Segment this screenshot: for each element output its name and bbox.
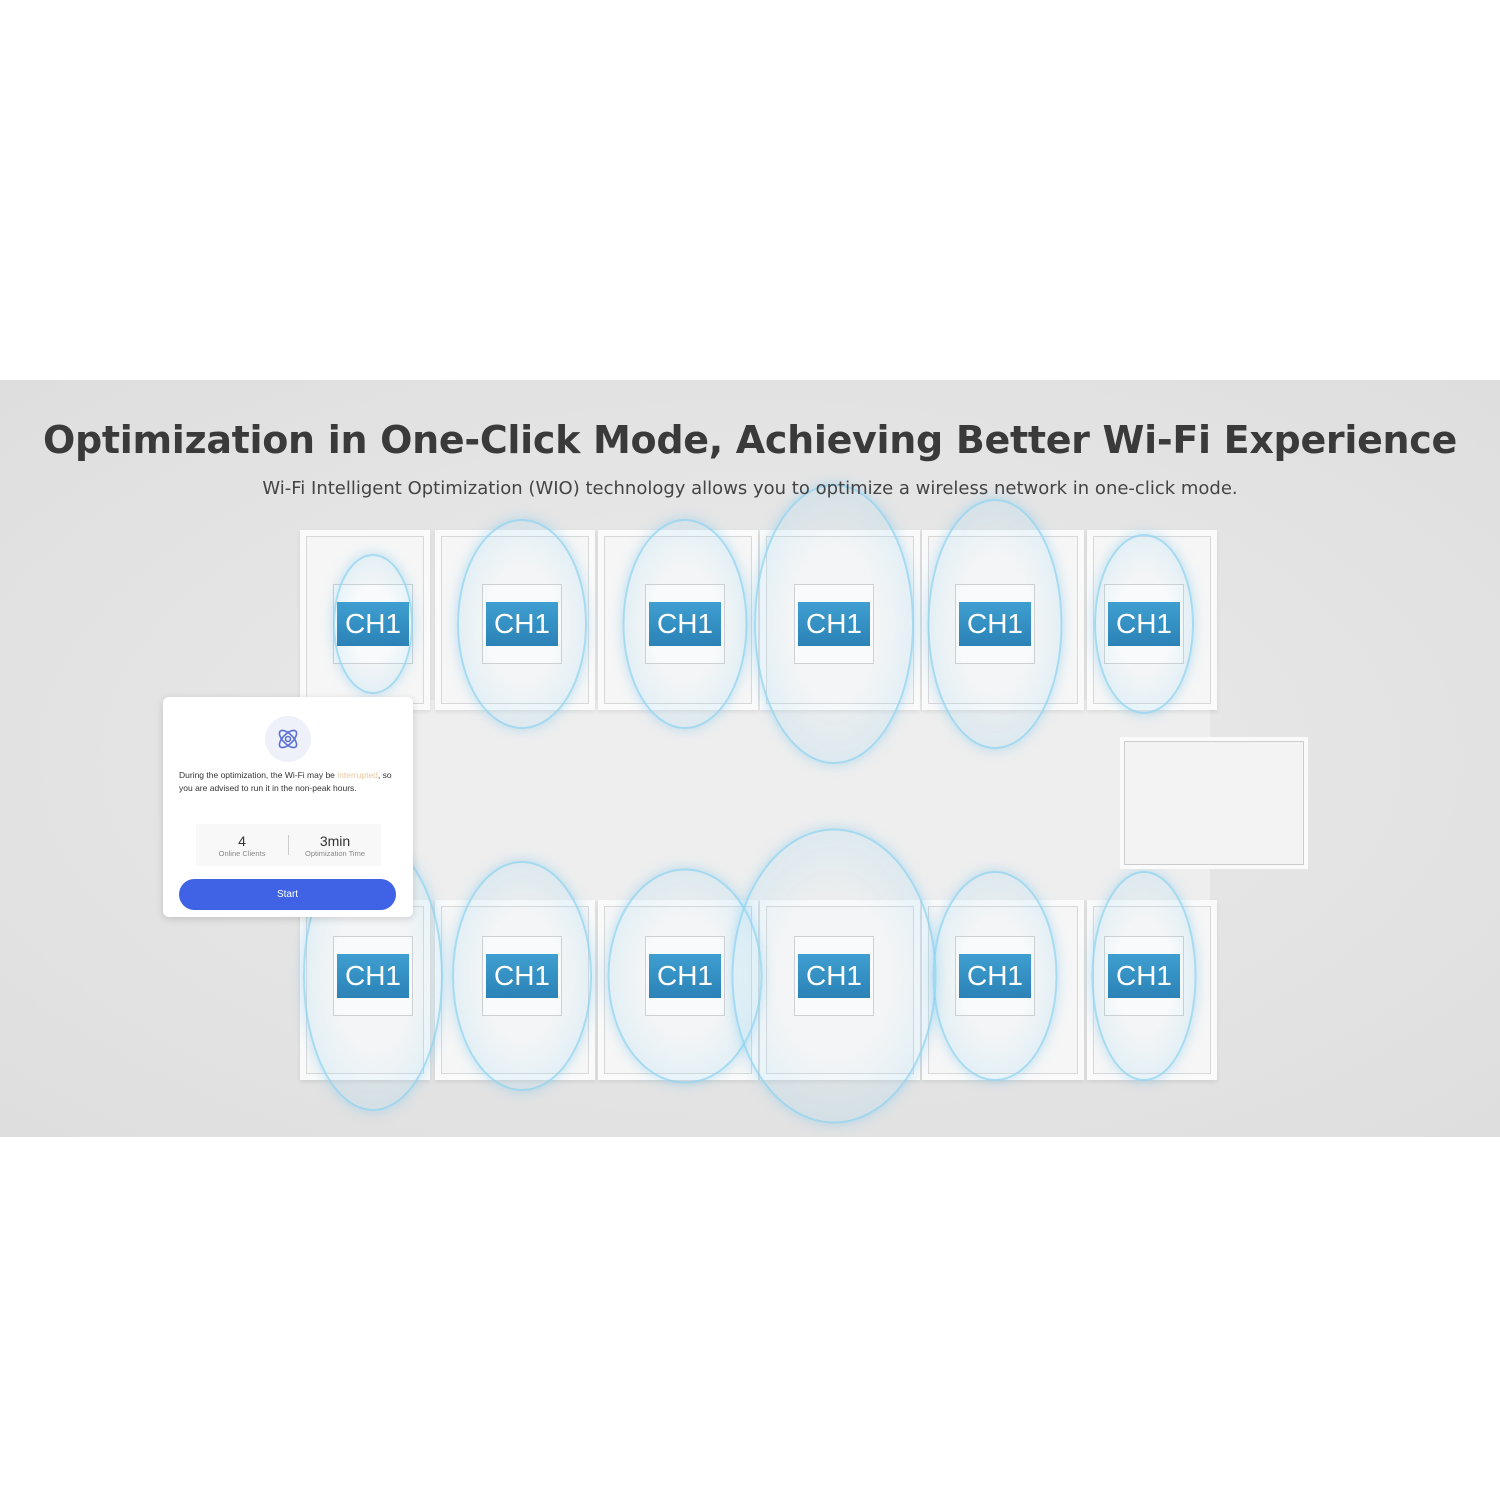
- start-button[interactable]: Start: [179, 879, 396, 910]
- message-text: During the optimization, the Wi-Fi may b…: [179, 770, 338, 780]
- optimization-dialog: During the optimization, the Wi-Fi may b…: [163, 697, 413, 917]
- atom-optimize-icon: [265, 716, 311, 762]
- divider: [288, 835, 289, 855]
- stat-value: 4: [238, 832, 246, 849]
- channel-label: CH1: [798, 602, 870, 646]
- channel-label: CH1: [337, 602, 409, 646]
- wifi-coverage-ellipse: [452, 861, 592, 1091]
- channel-label: CH1: [1108, 954, 1180, 998]
- channel-label: CH1: [337, 954, 409, 998]
- corridor: [290, 700, 1210, 900]
- stat-label: Online Clients: [218, 848, 266, 858]
- elevator-area: [1120, 737, 1308, 869]
- channel-label: CH1: [649, 954, 721, 998]
- page-title: Optimization in One-Click Mode, Achievin…: [42, 418, 1458, 462]
- channel-label: CH1: [486, 954, 558, 998]
- stat-label: Optimization Time: [304, 848, 366, 858]
- channel-label: CH1: [486, 602, 558, 646]
- warning-message: During the optimization, the Wi-Fi may b…: [179, 769, 401, 794]
- page-subtitle: Wi-Fi Intelligent Optimization (WIO) tec…: [262, 478, 1238, 499]
- message-text: , so you are advised to run it in the no…: [179, 770, 392, 793]
- stat-value: 3min: [319, 832, 351, 849]
- channel-label: CH1: [649, 602, 721, 646]
- channel-label: CH1: [959, 954, 1031, 998]
- channel-label: CH1: [959, 602, 1031, 646]
- channel-label: CH1: [798, 954, 870, 998]
- message-highlight: interrupted: [337, 770, 378, 780]
- channel-label: CH1: [1108, 602, 1180, 646]
